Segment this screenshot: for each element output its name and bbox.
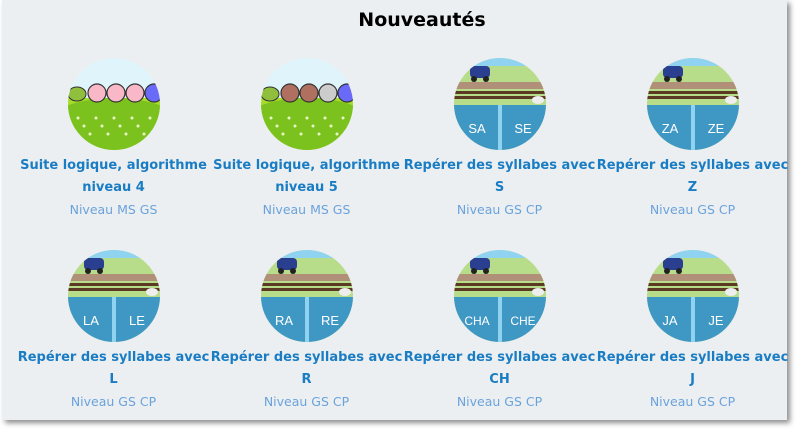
svg-text:ZE: ZE: [707, 121, 724, 136]
caterpillar-thumbnail-icon[interactable]: [67, 58, 160, 150]
level-label: Niveau GS CP: [456, 394, 543, 409]
title-line-2[interactable]: niveau 4: [82, 180, 145, 195]
title-line-1[interactable]: Repérer des syllabes avec: [403, 350, 596, 365]
title-line-2[interactable]: L: [109, 372, 118, 387]
level-label: Niveau GS CP: [70, 394, 157, 409]
svg-text:SE: SE: [514, 121, 532, 136]
level-label: Niveau GS CP: [263, 394, 350, 409]
activity-card[interactable]: Suite logique, algorithme niveau 4 Niveau …: [16, 58, 211, 221]
syllable-car-thumbnail-icon[interactable]: JA JE: [646, 250, 739, 342]
activity-card[interactable]: Suite logique, algorithme niveau 5 Niveau …: [209, 58, 404, 221]
level-label: Niveau MS GS: [262, 202, 351, 217]
svg-text:RE: RE: [320, 313, 338, 328]
title-line-1[interactable]: Repérer des syllabes avec: [210, 350, 403, 365]
svg-text:LE: LE: [129, 313, 145, 328]
title-line-1[interactable]: Suite logique, algorithme: [20, 158, 207, 173]
title-line-2[interactable]: R: [301, 372, 312, 387]
svg-text:CHE: CHE: [510, 314, 535, 328]
svg-text:ZA: ZA: [661, 121, 678, 136]
svg-text:SA: SA: [468, 121, 486, 136]
syllable-car-thumbnail-icon[interactable]: SA SE: [453, 58, 546, 150]
syllable-car-thumbnail-icon[interactable]: LA LE: [67, 250, 160, 342]
syllable-car-thumbnail-icon[interactable]: ZA ZE: [646, 58, 739, 150]
level-label: Niveau GS CP: [649, 394, 736, 409]
title-line-1[interactable]: Repérer des syllabes avec: [17, 350, 210, 365]
title-line-2[interactable]: S: [494, 180, 505, 195]
activity-title-link[interactable]: Suite logique, algorithme niveau 4: [16, 155, 211, 199]
title-line-1[interactable]: Suite logique, algorithme: [213, 158, 400, 173]
svg-text:RA: RA: [274, 313, 292, 328]
activity-title-link[interactable]: Suite logique, algorithme niveau 5: [209, 155, 404, 199]
section-title: Nouveautés: [358, 9, 486, 31]
title-line-1[interactable]: Repérer des syllabes avec: [596, 350, 789, 365]
svg-text:JE: JE: [708, 313, 724, 328]
title-line-2[interactable]: niveau 5: [275, 180, 338, 195]
level-label: Niveau GS CP: [456, 202, 543, 217]
level-label: Niveau GS CP: [649, 202, 736, 217]
syllable-car-thumbnail-icon[interactable]: RA RE: [260, 250, 353, 342]
caterpillar-thumbnail-icon[interactable]: [260, 58, 353, 150]
svg-text:JA: JA: [662, 313, 678, 328]
title-line-2[interactable]: CH: [489, 372, 510, 387]
title-line-2[interactable]: J: [690, 372, 695, 387]
title-line-1[interactable]: Repérer des syllabes avec: [596, 158, 789, 173]
level-label: Niveau MS GS: [69, 202, 158, 217]
title-line-2[interactable]: Z: [687, 180, 698, 195]
svg-text:CHA: CHA: [464, 314, 489, 328]
svg-text:LA: LA: [83, 313, 99, 328]
syllable-car-thumbnail-icon[interactable]: CHA CHE: [453, 250, 546, 342]
title-line-1[interactable]: Repérer des syllabes avec: [403, 158, 596, 173]
